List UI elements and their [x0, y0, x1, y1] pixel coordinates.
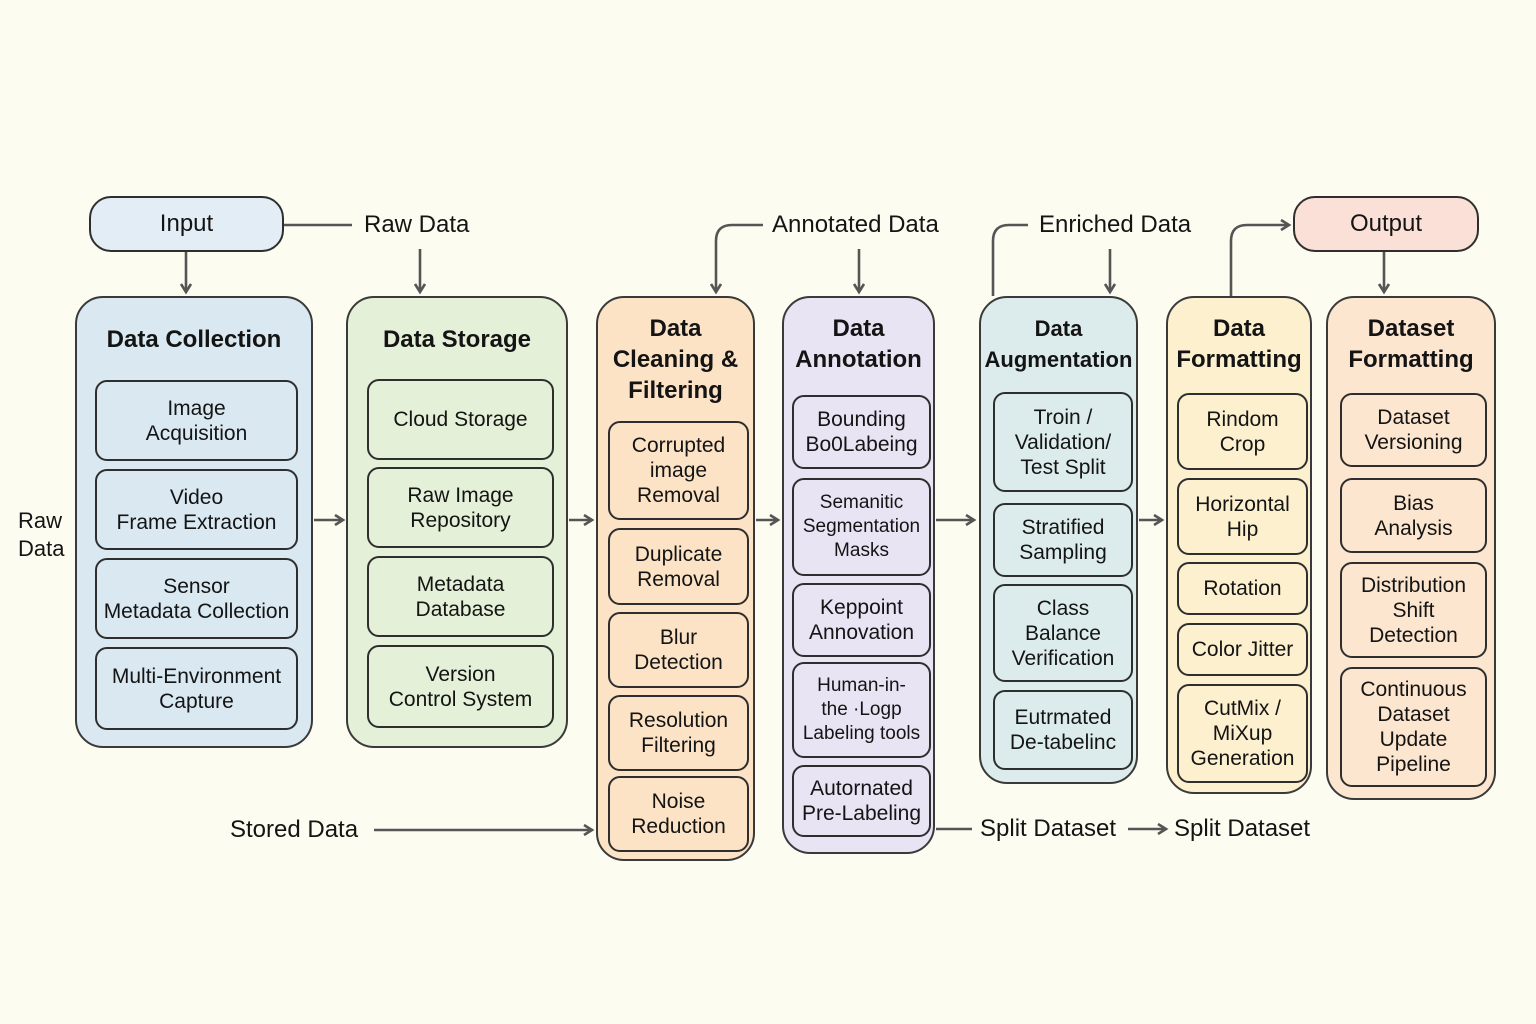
stage-title: Data Cleaning & Filtering	[612, 315, 739, 404]
step-automated-pre-labeling: Autornated Pre-Labeling	[792, 765, 931, 837]
step-color-jitter: Color Jitter	[1177, 623, 1308, 676]
flow-label-raw-data: Raw Data	[364, 211, 470, 238]
stage-data-storage: Data Storage Cloud Storage Raw Image Rep…	[346, 296, 568, 748]
step-corrupted-image-removal: Corrupted image Removal	[608, 421, 749, 520]
step-resolution-filtering: Resolution Filtering	[608, 695, 749, 771]
stage-data-cleaning-filtering: Data Cleaning & Filtering Corrupted imag…	[596, 296, 755, 861]
step-rotation: Rotation	[1177, 562, 1308, 615]
step-keypoint-annotation: Keppoint Annovation	[792, 583, 931, 657]
step-stratified-sampling: Stratified Sampling	[993, 503, 1133, 577]
step-image-acquisition: Image Acquisition	[95, 380, 298, 461]
stage-title: Data Formatting	[1176, 315, 1302, 373]
input-node-label: Input	[159, 210, 214, 237]
stage-data-collection: Data Collection Image Acquisition Video …	[75, 296, 313, 748]
flow-label-raw-data-left: Raw Data	[18, 508, 65, 561]
stage-title: Data Storage	[382, 326, 532, 353]
line-augmentation-to-enriched-data	[991, 223, 1028, 296]
step-class-balance-verification: Class Balance Verification	[993, 584, 1133, 682]
step-train-validation-test-split: Troin / Validation/ Test Split	[993, 392, 1133, 492]
stage-data-augmentation: Data Augmentation Troin / Validation/ Te…	[979, 296, 1138, 784]
step-cutmix-mixup-generation: CutMix / MiXup Generation	[1177, 684, 1308, 783]
step-automated-de-labeling: Eutrmated De-tabelinc	[993, 690, 1133, 770]
step-duplicate-removal: Duplicate Removal	[608, 528, 749, 605]
stage-dataset-formatting: Dataset Formatting Dataset Versioning Bi…	[1326, 296, 1496, 800]
stage-title: Data Collection	[106, 326, 282, 353]
stage-data-annotation: Data Annotation Bounding Bo0Labeing Sema…	[782, 296, 935, 854]
stage-title: Data Annotation	[795, 315, 922, 373]
step-horizontal-flip: Horizontal Hip	[1177, 478, 1308, 555]
step-sensor-metadata-collection: Sensor Metadata Collection	[95, 558, 298, 639]
step-random-crop: Rindom Crop	[1177, 393, 1308, 470]
arrow-annotated-data-to-cleaning	[716, 223, 763, 292]
step-blur-detection: Blur Detection	[608, 612, 749, 688]
output-node: Output	[1293, 196, 1479, 252]
step-continuous-dataset-update-pipeline: Continuous Dataset Update Pipeline	[1340, 667, 1487, 787]
step-video-frame-extraction: Video Frame Extraction	[95, 469, 298, 550]
stage-data-formatting: Data Formatting Rindom Crop Horizontal H…	[1166, 296, 1312, 794]
step-cloud-storage: Cloud Storage	[367, 379, 554, 460]
step-human-in-the-loop-labeling: Human-in- the ·Logp Labeling tools	[792, 662, 931, 758]
step-bias-analysis: Bias Analysis	[1340, 478, 1487, 553]
stage-title: Data Augmentation	[984, 316, 1133, 372]
flow-label-split-dataset-2: Split Dataset	[1174, 815, 1311, 842]
step-multi-environment-capture: Multi-Environment Capture	[95, 647, 298, 730]
flow-label-enriched-data: Enriched Data	[1039, 211, 1192, 238]
flow-label-split-dataset-1: Split Dataset	[980, 815, 1117, 842]
step-distribution-shift-detection: Distribution Shift Detection	[1340, 562, 1487, 658]
step-raw-image-repository: Raw Image Repository	[367, 467, 554, 548]
step-metadata-database: Metadata Database	[367, 556, 554, 637]
input-node: Input	[89, 196, 284, 252]
step-bounding-box-labeling: Bounding Bo0Labeing	[792, 395, 931, 469]
output-node-label: Output	[1349, 210, 1423, 237]
flow-label-annotated-data: Annotated Data	[772, 211, 939, 238]
step-noise-reduction: Noise Reduction	[608, 776, 749, 852]
arrow-formatting-to-output	[1229, 225, 1289, 296]
step-dataset-versioning: Dataset Versioning	[1340, 393, 1487, 467]
step-semantic-segmentation-masks: Semanitic Segmentation Masks	[792, 478, 931, 576]
stage-title: Dataset Formatting	[1348, 315, 1474, 373]
flow-label-stored-data: Stored Data	[230, 816, 359, 843]
step-version-control-system: Version Control System	[367, 645, 554, 728]
